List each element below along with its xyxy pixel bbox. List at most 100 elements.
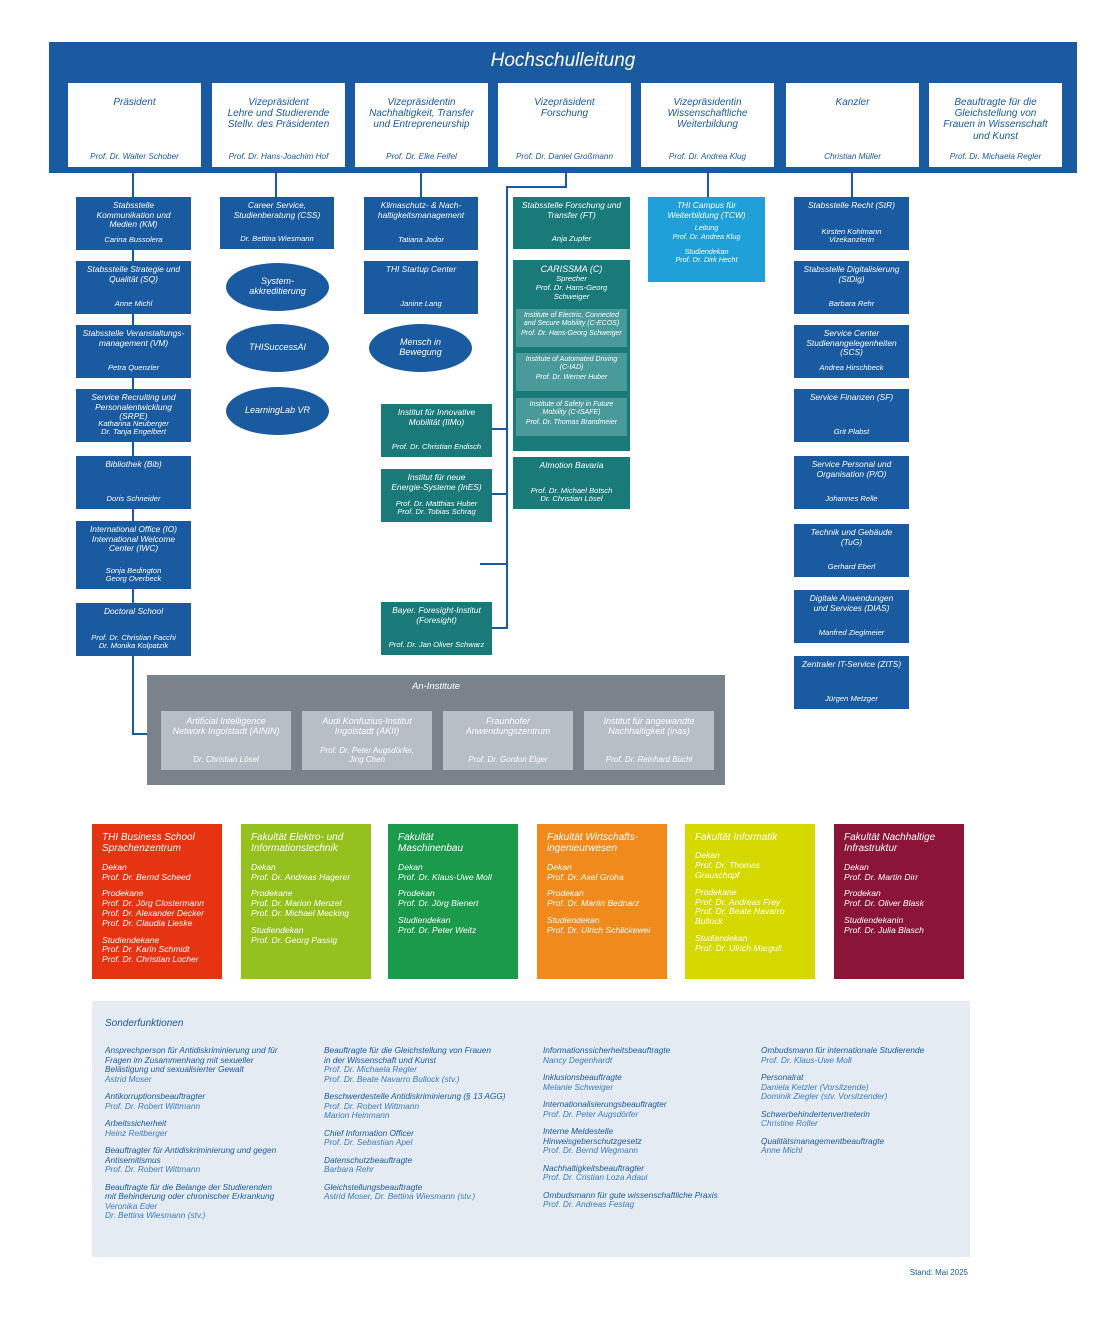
tcw-box[interactable]: THI Campus für Weiterbildung (TCW) Leitun… <box>648 197 765 282</box>
unit-title: Stabsstelle Strategie und Qualität (SQ) <box>86 264 181 284</box>
special-function-item: Interne Meldestelle Hinweisgeberschutzge… <box>543 1126 748 1156</box>
leader-box[interactable]: Vizepräsidentin Nachhaltigkeit, Transfer… <box>355 83 488 167</box>
affiliated-institute-box[interactable]: Institut für angewandte Nachhaltigkeit (… <box>584 711 714 770</box>
unit-people: Grit Plabst <box>833 427 870 437</box>
staff-unit-box[interactable]: Stabsstelle Strategie und Qualität (SQ) A… <box>76 261 191 314</box>
unit-title: Zentraler IT-Service (ZITS) <box>801 659 902 669</box>
leader-title: Kanzler <box>835 97 870 108</box>
leader-box[interactable]: Vizepräsidentin Wissenschaftliche Weiter… <box>641 83 774 167</box>
unit-people: Barbara Rehr <box>828 299 875 309</box>
connector-empty <box>480 563 508 565</box>
administration-unit-box[interactable]: Stabsstelle Digitalisierung (StDig)Barba… <box>794 261 909 314</box>
faculty-title: Fakultät Nachhaltige Infrastruktur <box>844 832 936 855</box>
carissma-institute-box[interactable]: Institute of Electric, Connected and Sec… <box>516 309 627 347</box>
special-person: Veronika Eder Dr. Bettina Wiesmann (stv.… <box>105 1200 206 1221</box>
unit-people: Prof. Dr. Jan Oliver Schwarz <box>388 640 485 650</box>
special-person: Prof. Dr. Robert Wittmann <box>105 1100 201 1111</box>
connector-col4-horizontal <box>506 186 567 188</box>
administration-unit-box[interactable]: Digitale Anwendungen und Services (DIAS)… <box>794 590 909 643</box>
special-person: Prof. Dr. Robert Wittmann <box>105 1164 201 1175</box>
faculty-title: Fakultät Informatik <box>695 832 778 843</box>
research-institute-box[interactable]: Institut für Innovative Mobilität (IIMo)… <box>381 404 492 457</box>
faculty-box[interactable]: Fakultät Elektro- und Informationstechni… <box>241 824 371 979</box>
faculty-group: Prodekane Prof. Dr. Jörg Clostermann Pro… <box>102 888 205 928</box>
special-role: Ombudsmann für gute wissenschaftliche Pr… <box>543 1189 718 1200</box>
connector-col1-to-an <box>132 733 148 735</box>
research-transfer-box[interactable]: Stabsstelle Forschung und Transfer (FT)A… <box>513 197 630 249</box>
project-oval[interactable]: THISuccessAI <box>226 324 329 372</box>
project-oval[interactable]: Mensch in Bewegung <box>369 324 472 372</box>
leader-person: Prof. Dr. Andrea Klug <box>668 152 747 161</box>
special-person: Barbara Rehr <box>324 1164 374 1175</box>
carissma-institute-box[interactable]: Institute of Automated Driving (C-IAD)Pr… <box>516 353 627 391</box>
research-institute-box[interactable]: Bayer. Foresight-Institut (Foresight)Pro… <box>381 602 492 655</box>
leader-box[interactable]: Vizepräsident Lehre und Studierende Stel… <box>212 83 345 167</box>
unit-people: Johannes Relle <box>825 494 878 504</box>
special-person: Prof. Dr. Cristian Loza Adaui <box>543 1172 648 1183</box>
staff-unit-box[interactable]: Stabsstelle Kommunikation und Medien (KM… <box>76 197 191 250</box>
affiliated-institute-box[interactable]: Artificial Intelligence Network Ingolsta… <box>161 711 291 770</box>
project-oval[interactable]: System- akkreditierung <box>226 263 329 311</box>
unit-title: Career Service, Studienberatung (CSS) <box>233 200 321 220</box>
unit-title: Service Recruiting und Personalentwicklu… <box>91 392 176 422</box>
leader-person: Christian Müller <box>824 152 881 161</box>
special-functions-panel: Sonderfunktionen Ansprechperson für Anti… <box>92 1001 970 1257</box>
staff-unit-box[interactable]: Stabsstelle Veranstaltungs- management (… <box>76 325 191 378</box>
administration-unit-box[interactable]: Service Center Studienangelegenheiten (S… <box>794 325 909 378</box>
career-service-box[interactable]: Career Service, Studienberatung (CSS)Dr.… <box>220 197 334 249</box>
special-role: Ansprechperson für Antidiskriminierung u… <box>105 1045 278 1075</box>
staff-unit-box[interactable]: Bibliothek (Bib)Doris Schneider <box>76 456 191 509</box>
tcw-title: THI Campus für Weiterbildung (TCW) <box>667 200 746 220</box>
administration-unit-box[interactable]: Service Personal und Organisation (P/O)J… <box>794 456 909 509</box>
project-label: System- akkreditierung <box>249 276 306 296</box>
special-role: Beschwerdestelle Antidiskriminierung (§ … <box>324 1091 506 1102</box>
unit-people: Petra Quenzler <box>107 363 160 373</box>
tcw-lead: Leitung Prof. Dr. Andrea Klug <box>672 223 741 241</box>
administration-unit-box[interactable]: Technik und Gebäude (TuG)Gerhard Eberl <box>794 524 909 577</box>
research-institute-box[interactable]: Institut für neue Energie-Systeme (InES)… <box>381 469 492 522</box>
unit-title: Digitale Anwendungen und Services (DIAS) <box>809 593 894 613</box>
leader-box[interactable]: Beauftragte für die Gleichstellung von F… <box>929 83 1062 167</box>
carissma-institute-box[interactable]: Institute of Safety in Future Mobility (… <box>516 398 627 436</box>
connector-col2 <box>275 173 277 197</box>
faculty-group: Dekan Prof. Dr. Klaus-Uwe Moll <box>398 861 492 882</box>
affiliated-institute-box[interactable]: Audi Konfuzius-Institut Ingolstadt (AKII… <box>302 711 432 770</box>
unit-title: Service Center Studienangelegenheiten (S… <box>806 328 897 358</box>
administration-unit-box[interactable]: Zentraler IT-Service (ZITS)Jürgen Metzge… <box>794 656 909 709</box>
unit-people: Kirsten Kohlmann Vizekanzlerin <box>821 226 882 245</box>
staff-unit-box[interactable]: Service Recruiting und Personalentwicklu… <box>76 389 191 442</box>
connector-foresight <box>492 627 508 629</box>
leader-person: Prof. Dr. Walter Schober <box>90 152 179 161</box>
unit-people: Anne Michl <box>114 299 153 309</box>
unit-people: Prof. Dr. Christian Endisch <box>391 442 482 452</box>
transfer-unit-box[interactable]: Klimaschutz- & Nach- haltigkeitsmanageme… <box>364 197 478 250</box>
special-role: Personalrat <box>761 1072 804 1083</box>
administration-unit-box[interactable]: Stabsstelle Recht (StR)Kirsten Kohlmann … <box>794 197 909 250</box>
unit-title: Klimaschutz- & Nach- haltigkeitsmanageme… <box>377 200 465 220</box>
project-oval[interactable]: LearningLab VR <box>226 387 329 435</box>
special-role: Interne Meldestelle Hinweisgeberschutzge… <box>543 1126 642 1146</box>
unit-people: Prof. Dr. Matthias Huber Prof. Dr. Tobia… <box>395 498 478 517</box>
special-person: Christine Roller <box>761 1118 818 1129</box>
administration-unit-box[interactable]: Service Finanzen (SF)Grit Plabst <box>794 389 909 442</box>
project-label: THISuccessAI <box>248 342 306 353</box>
staff-unit-box[interactable]: International Office (IO) International … <box>76 521 191 589</box>
connector-col4-vertical <box>506 186 508 628</box>
special-role: Ombudsmann für internationale Studierend… <box>761 1045 925 1055</box>
unit-people: Tatiana Jodor <box>398 235 444 245</box>
unit-title: International Office (IO) International … <box>89 524 178 554</box>
